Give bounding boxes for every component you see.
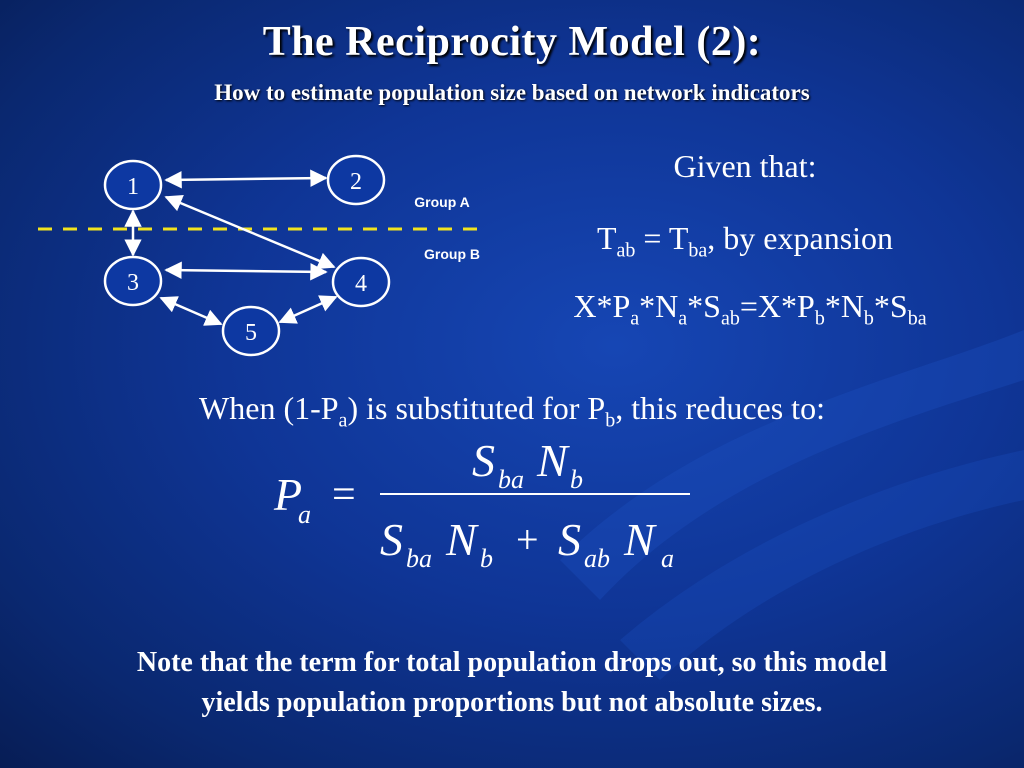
edge-3-4 — [164, 261, 328, 281]
den-n1-sub: b — [480, 544, 493, 573]
network-diagram: Group A Group B 1 2 3 4 5 — [38, 154, 480, 357]
den-s2: S — [558, 514, 581, 565]
den-s1-sub: ba — [406, 544, 432, 573]
node-3-label: 3 — [127, 270, 139, 296]
num-n: N — [536, 435, 570, 486]
note-line-1: Note that the term for total population … — [136, 647, 888, 678]
plus-sign: + — [516, 517, 539, 562]
node-1-label: 1 — [127, 174, 139, 200]
group-b-label: Group B — [424, 246, 480, 262]
lhs-p: P — [273, 469, 302, 520]
den-n2-sub: a — [661, 544, 674, 573]
edge-3-5 — [159, 296, 223, 326]
edge-4-5 — [278, 295, 338, 324]
node-3 — [103, 255, 163, 307]
substitution-text: When (1-Pa) is substituted for Pb, this … — [199, 390, 825, 432]
den-n1: N — [445, 514, 479, 565]
node-2-label: 2 — [350, 169, 362, 195]
edge-1-4 — [164, 194, 336, 270]
tab-equation: Tab = Tba, by expansion — [596, 220, 894, 262]
node-5 — [221, 305, 281, 357]
lhs-sub: a — [298, 500, 311, 529]
num-s: S — [472, 435, 495, 486]
num-n-sub: b — [570, 465, 583, 494]
given-that-text: Given that: — [673, 148, 817, 184]
node-1 — [103, 159, 163, 211]
group-a-label: Group A — [414, 194, 469, 210]
note-line-2: yields population proportions but not ab… — [201, 687, 823, 718]
node-4-label: 4 — [355, 271, 367, 297]
den-s1: S — [380, 514, 403, 565]
equals-sign: = — [332, 472, 356, 518]
num-s-sub: ba — [498, 465, 524, 494]
expansion-equation: X*Pa*Na*Sab=X*Pb*Nb*Sba — [573, 288, 927, 330]
node-5-label: 5 — [245, 320, 257, 346]
pa-formula: P a = S ba N b S ba N b + S ab N a — [273, 435, 690, 573]
node-2 — [326, 154, 386, 206]
slide-title: The Reciprocity Model (2): — [262, 19, 762, 65]
den-s2-sub: ab — [584, 544, 610, 573]
slide-subtitle: How to estimate population size based on… — [214, 80, 810, 105]
edge-1-2 — [164, 169, 328, 189]
node-4 — [331, 256, 391, 308]
den-n2: N — [623, 514, 657, 565]
note-text: Note that the term for total population … — [40, 643, 984, 723]
